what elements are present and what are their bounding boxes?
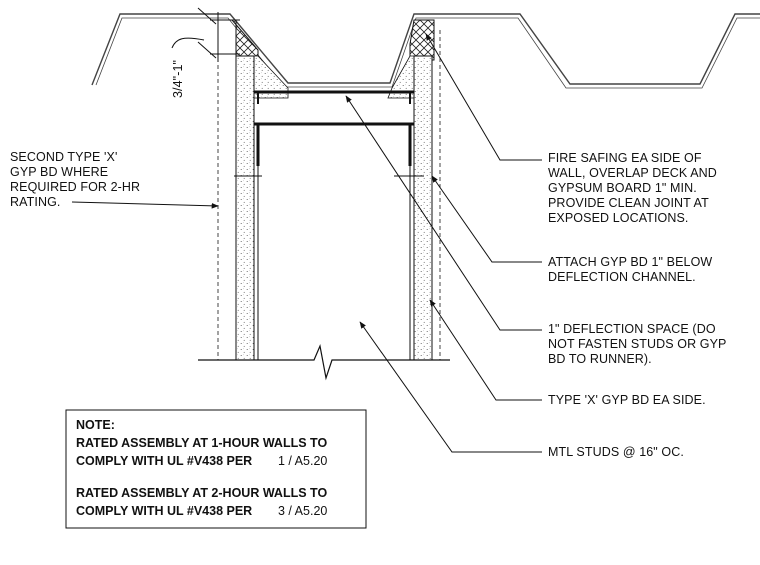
type-x-label: TYPE 'X' GYP BD EA SIDE.	[548, 393, 706, 407]
left-callout-line-4: RATING.	[10, 195, 60, 209]
gyp-board-left	[235, 55, 255, 361]
deflection-runner	[254, 90, 414, 166]
gypsum-boards	[235, 55, 433, 361]
fire-safing	[230, 19, 435, 61]
deflection-line-3: BD TO RUNNER).	[548, 352, 652, 366]
deflection-line-1: 1" DEFLECTION SPACE (DO	[548, 322, 716, 336]
dimension-label: 3/4"-1"	[171, 60, 185, 98]
note-title: NOTE:	[76, 418, 115, 432]
leader-lines	[345, 33, 542, 453]
fire-safing-line-3: GYPSUM BOARD 1" MIN.	[548, 181, 697, 195]
note-line-1b: COMPLY WITH UL #V438 PER	[76, 454, 252, 468]
fire-safing-line-5: EXPOSED LOCATIONS.	[548, 211, 689, 225]
fire-safing-line-2: WALL, OVERLAP DECK AND	[548, 166, 717, 180]
attach-line-2: DEFLECTION CHANNEL.	[548, 270, 696, 284]
dimension-marker	[171, 7, 240, 62]
fire-safing-line-1: FIRE SAFING EA SIDE OF	[548, 151, 702, 165]
attach-line-1: ATTACH GYP BD 1" BELOW	[548, 255, 712, 269]
gyp-board-right	[413, 55, 433, 361]
left-callout-line-3: REQUIRED FOR 2-HR	[10, 180, 140, 194]
note-box: NOTE: RATED ASSEMBLY AT 1-HOUR WALLS TO …	[65, 409, 367, 529]
deflection-line-2: NOT FASTEN STUDS OR GYP	[548, 337, 726, 351]
note-line-2a: RATED ASSEMBLY AT 2-HOUR WALLS TO	[76, 486, 327, 500]
right-callouts: FIRE SAFING EA SIDE OF WALL, OVERLAP DEC…	[548, 151, 726, 459]
note-ref-2: 3 / A5.20	[278, 504, 327, 518]
fire-safing-line-4: PROVIDE CLEAN JOINT AT	[548, 196, 709, 210]
break-line	[198, 343, 450, 381]
metal-studs	[234, 166, 433, 360]
left-callout-line-2: GYP BD WHERE	[10, 165, 108, 179]
studs-label: MTL STUDS @ 16" OC.	[548, 445, 684, 459]
second-gyp-layer-outline	[217, 30, 441, 360]
note-ref-1: 1 / A5.20	[278, 454, 327, 468]
left-callout: SECOND TYPE 'X' GYP BD WHERE REQUIRED FO…	[10, 150, 219, 209]
note-line-2b: COMPLY WITH UL #V438 PER	[76, 504, 252, 518]
note-line-1a: RATED ASSEMBLY AT 1-HOUR WALLS TO	[76, 436, 327, 450]
metal-deck	[91, 13, 760, 89]
left-callout-line-1: SECOND TYPE 'X'	[10, 150, 117, 164]
